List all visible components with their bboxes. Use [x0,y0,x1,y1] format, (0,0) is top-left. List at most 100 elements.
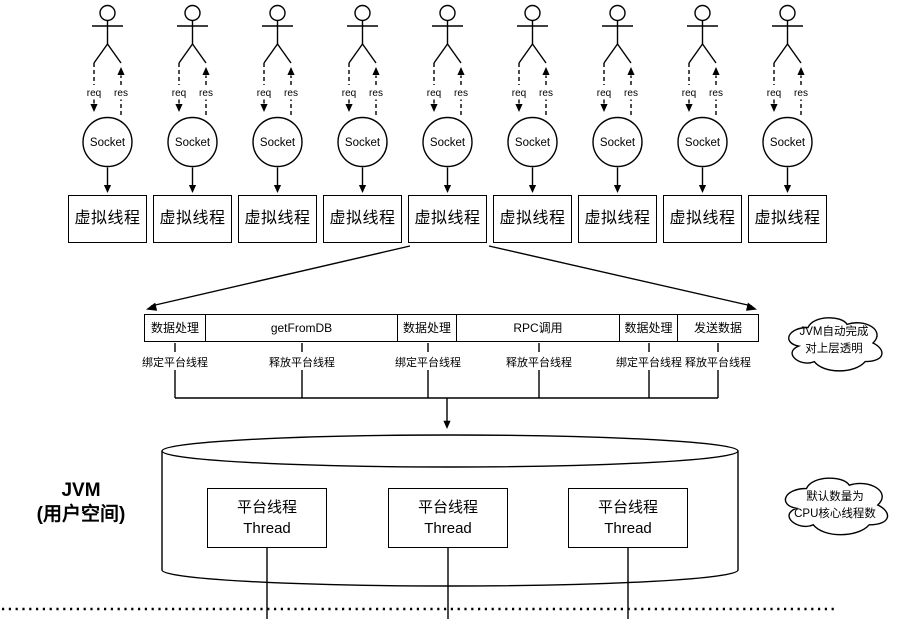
socket-label: Socket [685,137,721,149]
virtual-thread-box: 虚拟线程 [493,195,572,243]
timeline-segment: 数据处理 [145,315,206,341]
socket-label: Socket [90,137,126,149]
cloud-annotation-default-count: 默认数量为 CPU核心线程数 [775,489,895,524]
response-arrowhead [202,67,210,75]
actor-icon [347,4,378,64]
request-arrowhead [175,104,183,112]
socket-circle [677,116,728,168]
client-figure: req res Socket [677,4,728,193]
cloud-jvm-auto-line1: JVM自动完成 [799,326,869,338]
jvm-label-line1: JVM [61,480,101,501]
response-arrowhead [457,67,465,75]
req-label: req [597,88,611,99]
cloud-shape-jvm-auto [789,318,882,371]
platform-thread-box: 平台线程 Thread [568,488,688,548]
socket-to-thread-arrowhead [358,185,367,193]
response-arrowhead [287,67,295,75]
client-column: req res Socket 虚拟线程 [745,0,830,243]
fanout-right-arrow [488,245,753,307]
response-arrowhead [372,67,380,75]
platform-thread-box: 平台线程 Thread [388,488,508,548]
res-label: res [794,88,808,99]
thread-event-label: 绑定平台线程 [141,354,209,370]
request-arrowhead [430,104,438,112]
socket-label: Socket [345,137,381,149]
client-figure: req res Socket [762,4,813,193]
client-figure: req res Socket [167,4,218,193]
cloud-jvm-auto-line2: 对上层透明 [805,343,863,356]
req-label: req [427,88,441,99]
socket-to-thread-arrowhead [698,185,707,193]
thread-event-label: 绑定平台线程 [394,354,462,370]
response-arrowhead [627,67,635,75]
socket-to-thread-arrowhead [103,185,112,193]
request-arrowhead [600,104,608,112]
response-arrowhead [117,67,125,75]
socket-label: Socket [515,137,551,149]
client-column: req res Socket 虚拟线程 [405,0,490,243]
res-label: res [114,88,128,99]
virtual-thread-box: 虚拟线程 [238,195,317,243]
res-label: res [624,88,638,99]
res-label: res [454,88,468,99]
platform-thread-label-en: Thread [424,520,472,537]
cloud-default-count-line1: 默认数量为 [806,491,864,503]
socket-circle [762,116,813,168]
timeline-segment: 发送数据 [693,321,742,335]
virtual-thread-box: 虚拟线程 [153,195,232,243]
fanout-left-arrow [150,245,411,307]
req-label: req [767,88,781,99]
virtual-thread-box: 虚拟线程 [68,195,147,243]
platform-thread-label-cn: 平台线程 [597,499,658,516]
platform-thread-label-en: Thread [243,520,291,537]
timeline-segment: 数据处理 [398,315,457,341]
request-arrowhead [515,104,523,112]
res-label: res [709,88,723,99]
client-figure: req res Socket [592,4,643,193]
socket-label: Socket [770,137,806,149]
thread-event-label: 释放平台线程 [684,354,752,370]
virtual-thread-box: 虚拟线程 [323,195,402,243]
virtual-thread-box: 虚拟线程 [748,195,827,243]
res-label: res [199,88,213,99]
response-arrowhead [542,67,550,75]
pool-arrowhead [443,420,451,429]
request-arrowhead [345,104,353,112]
socket-label: Socket [430,137,466,149]
client-column: req res Socket 虚拟线程 [235,0,320,243]
res-label: res [284,88,298,99]
actor-icon [772,4,803,64]
thread-event-label: 释放平台线程 [505,354,573,370]
cloud-annotation-jvm-auto: JVM自动完成 对上层透明 [779,324,889,359]
client-column: req res Socket 虚拟线程 [320,0,405,243]
platform-thread-label-cn: 平台线程 [417,499,478,516]
virtual-thread-box: 虚拟线程 [408,195,487,243]
thread-pool-cylinder [161,434,739,587]
client-figure: req res Socket [82,4,133,193]
socket-circle [507,116,558,168]
req-label: req [257,88,271,99]
client-column: req res Socket 虚拟线程 [150,0,235,243]
client-figure: req res Socket [337,4,388,193]
actor-icon [602,4,633,64]
req-label: req [87,88,101,99]
timeline-segment: getFromDB [206,315,398,341]
client-column: req res Socket 虚拟线程 [575,0,660,243]
event-top-ticks [174,343,719,352]
socket-circle [422,116,473,168]
clients-row: req res Socket 虚拟线程 [65,0,830,243]
thread-event-label: 绑定平台线程 [615,354,683,370]
socket-to-thread-arrowhead [528,185,537,193]
virtual-thread-box: 虚拟线程 [578,195,657,243]
timeline-segment: RPC调用 [457,315,620,341]
platform-thread-label-en: Thread [604,520,652,537]
client-column: req res Socket 虚拟线程 [490,0,575,243]
fanout-left-arrowhead [146,302,158,311]
actor-icon [177,4,208,64]
event-bottom-ticks [174,370,719,399]
actor-icon [432,4,463,64]
req-label: req [512,88,526,99]
socket-circle [82,116,133,168]
